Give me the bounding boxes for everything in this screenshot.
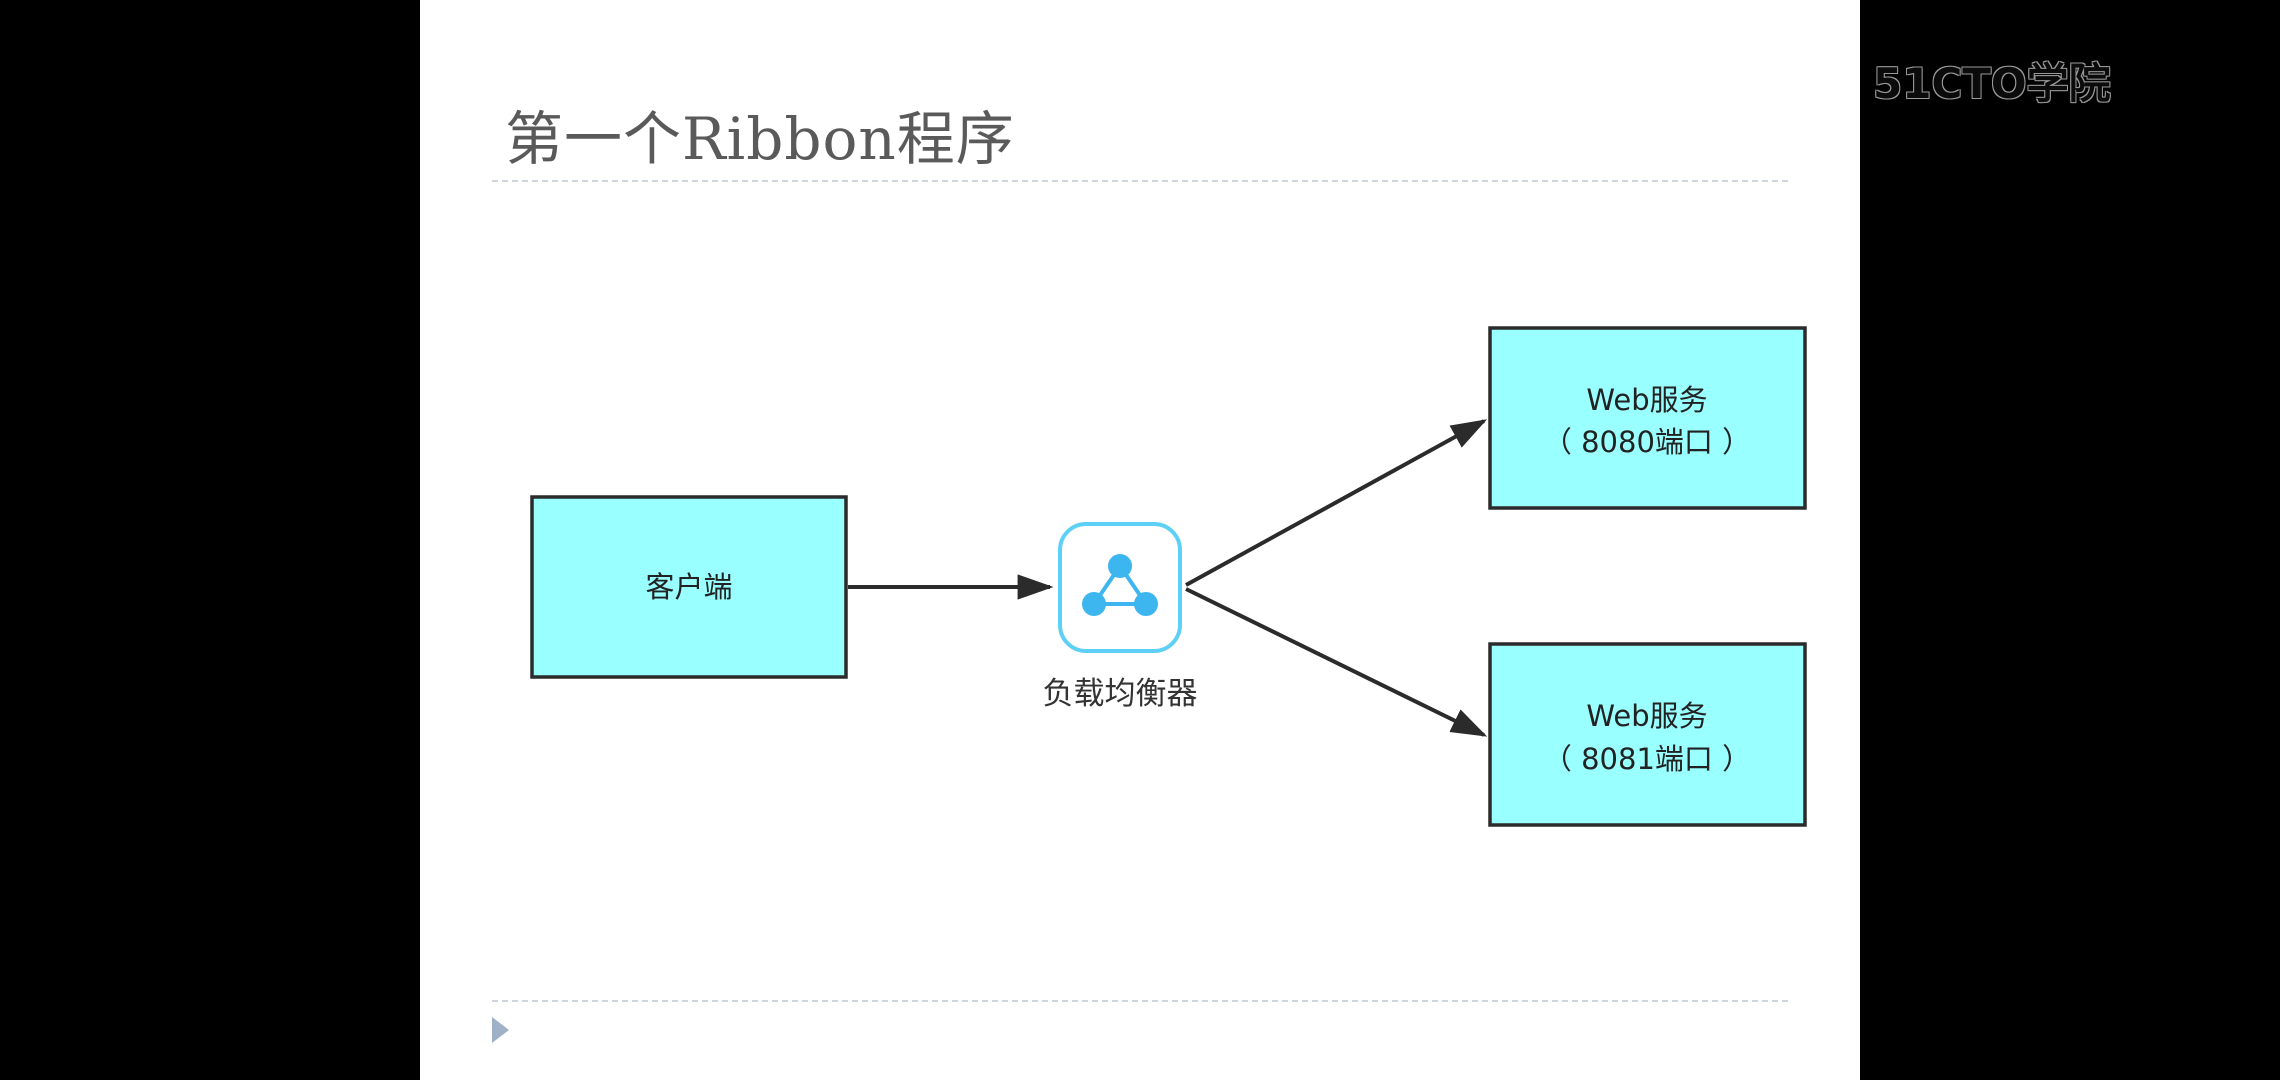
server-port: （ 8080端口 ） (1543, 425, 1751, 459)
next-slide-arrow-icon[interactable] (492, 1017, 509, 1043)
client-node: 客户端 (530, 495, 848, 679)
server-name: Web服务 (1586, 383, 1707, 417)
web-server-node-8081: Web服务 （ 8081端口 ） (1488, 642, 1807, 827)
server-name: Web服务 (1586, 699, 1707, 733)
web-server-node-8080: Web服务 （ 8080端口 ） (1488, 326, 1807, 510)
slide: 第一个Ribbon程序 客户端 (420, 0, 1860, 1080)
arrow-lb-to-server-8081 (1185, 587, 1488, 737)
load-balancer-node: 负载均衡器 (1043, 522, 1198, 712)
footer-divider (492, 1000, 1788, 1002)
watermark-logo: 51CTO学院 (1873, 59, 2111, 108)
load-balancer-label: 负载均衡器 (1043, 676, 1198, 712)
arrow-lb-to-server-8080 (1185, 419, 1488, 587)
client-label: 客户端 (645, 570, 732, 604)
server-port: （ 8081端口 ） (1543, 742, 1751, 776)
slide-title: 第一个Ribbon程序 (505, 105, 1015, 173)
architecture-diagram: 客户端 负载均衡器 Web服务 （ 8080端口 ） (530, 326, 1807, 827)
title-divider (492, 180, 1788, 182)
load-balancer-icon (1058, 522, 1182, 653)
